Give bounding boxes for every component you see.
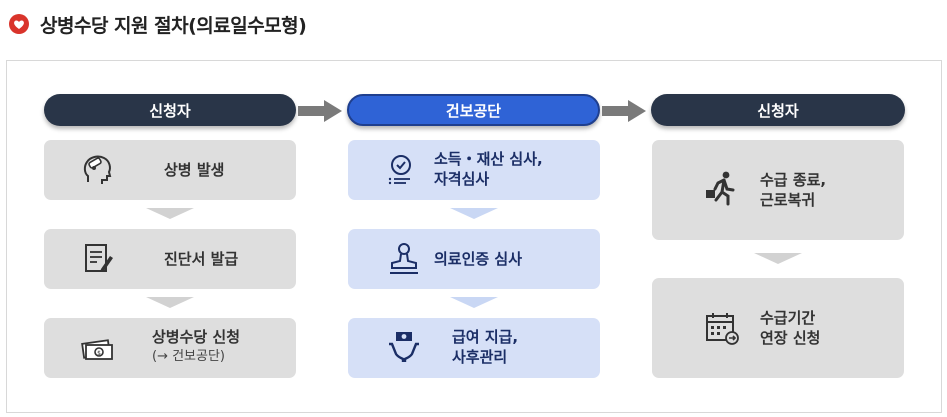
money-hands-icon [389, 332, 419, 362]
step-box-disease-onset: 상병 발생 [44, 140, 296, 200]
checklist-review-icon [388, 155, 411, 185]
column-1-header-label: 신청자 [149, 101, 191, 120]
document-pen-icon [85, 244, 113, 272]
step-label: 급여 지급, [452, 328, 519, 346]
step-box-return-to-work: 수급 종료, 근로복귀 [652, 140, 904, 240]
column-3-header-label: 신청자 [757, 101, 799, 120]
step-label: 상병수당 신청 [152, 328, 241, 346]
step-label: 소득・재산 심사, [434, 150, 543, 168]
cash-icon: $ [81, 339, 113, 360]
step-box-benefit-payment: 급여 지급, 사후관리 [348, 318, 600, 378]
running-person-icon [706, 171, 735, 206]
stamp-icon [390, 243, 418, 274]
arrow-down-icon [754, 253, 802, 264]
step-label: 의료인증 심사 [434, 250, 523, 268]
step-box-diagnosis: 진단서 발급 [44, 229, 296, 289]
column-2-header: 건보공단 [347, 94, 600, 126]
step-label: 연장 신청 [760, 329, 821, 347]
step-label: 상병 발생 [164, 161, 225, 179]
title-row: 상병수당 지원 절차(의료일수모형) [8, 8, 307, 40]
page-title: 상병수당 지원 절차(의료일수모형) [40, 14, 307, 37]
arrow-down-icon [450, 208, 498, 219]
arrow-down-icon [450, 297, 498, 308]
step-label: 수급기간 [760, 309, 816, 327]
step-label: 수급 종료, [760, 171, 827, 189]
step-label: 사후관리 [452, 348, 508, 366]
step-label: 자격심사 [434, 170, 490, 188]
arrow-down-icon [146, 297, 194, 308]
column-3-header: 신청자 [651, 94, 905, 126]
step-box-benefit-application: $ 상병수당 신청 (→ 건보공단) [44, 318, 296, 378]
arrow-right-icon [298, 100, 342, 122]
column-2-header-label: 건보공단 [445, 101, 502, 120]
step-box-medical-review: 의료인증 심사 [348, 229, 600, 289]
step-label: 근로복귀 [760, 191, 816, 209]
step-box-income-review: 소득・재산 심사, 자격심사 [348, 140, 600, 200]
column-1-header: 신청자 [44, 94, 296, 126]
svg-text:$: $ [97, 350, 101, 357]
arrow-right-icon [602, 100, 646, 122]
calendar-arrow-icon [706, 313, 739, 345]
arrow-down-icon [146, 208, 194, 219]
step-box-extension-application: 수급기간 연장 신청 [652, 278, 904, 378]
step-sublabel: (→ 건보공단) [152, 349, 226, 364]
step-label: 진단서 발급 [164, 250, 239, 268]
heart-circle-icon [9, 14, 29, 34]
head-bandage-icon [83, 155, 112, 184]
